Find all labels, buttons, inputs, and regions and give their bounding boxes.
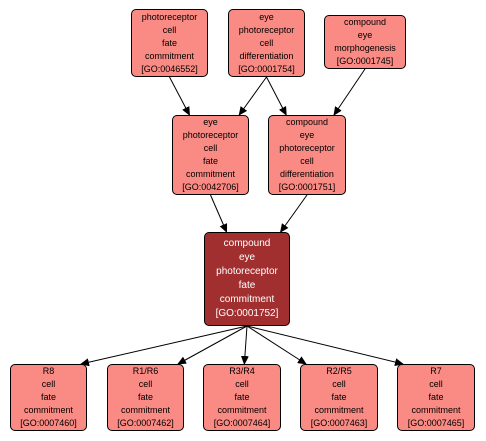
edge-go0001754-to-go0042706 (238, 76, 267, 116)
node-go-id: [GO:0007463] (310, 418, 368, 428)
node-go-id: [GO:0046552] (141, 63, 198, 74)
edge-go0001754-to-go0001751 (266, 76, 287, 116)
node-go-id: [GO:0007464] (213, 418, 271, 428)
edge-go0001752-to-go0007464 (240, 325, 249, 365)
edge-go0001752-to-go0007465 (246, 325, 404, 366)
edge-go0001752-to-go0007460 (80, 325, 248, 367)
edge-go0042706-to-go0001752 (210, 194, 228, 233)
node-go-id: [GO:0001754] (238, 63, 295, 74)
node-go-id: [GO:0001745] (336, 56, 394, 66)
node-go-id: [GO:0007462] (117, 418, 174, 428)
edge-go0046552-to-go0042706 (169, 76, 190, 116)
node-go-id: [GO:0001752] (215, 308, 279, 319)
node-go-id: [GO:0001751] (278, 182, 336, 192)
edge-go0001752-to-go0007463 (246, 325, 307, 365)
node-go-id: [GO:0007465] (407, 418, 465, 428)
edge-go0001751-to-go0001752 (279, 194, 308, 233)
node-go-id: [GO:0007460] (20, 418, 77, 428)
edge-go0001745-to-go0001751 (333, 68, 366, 116)
edge-go0001752-to-go0007462 (177, 325, 248, 365)
node-go-id: [GO:0042706] (182, 182, 239, 192)
